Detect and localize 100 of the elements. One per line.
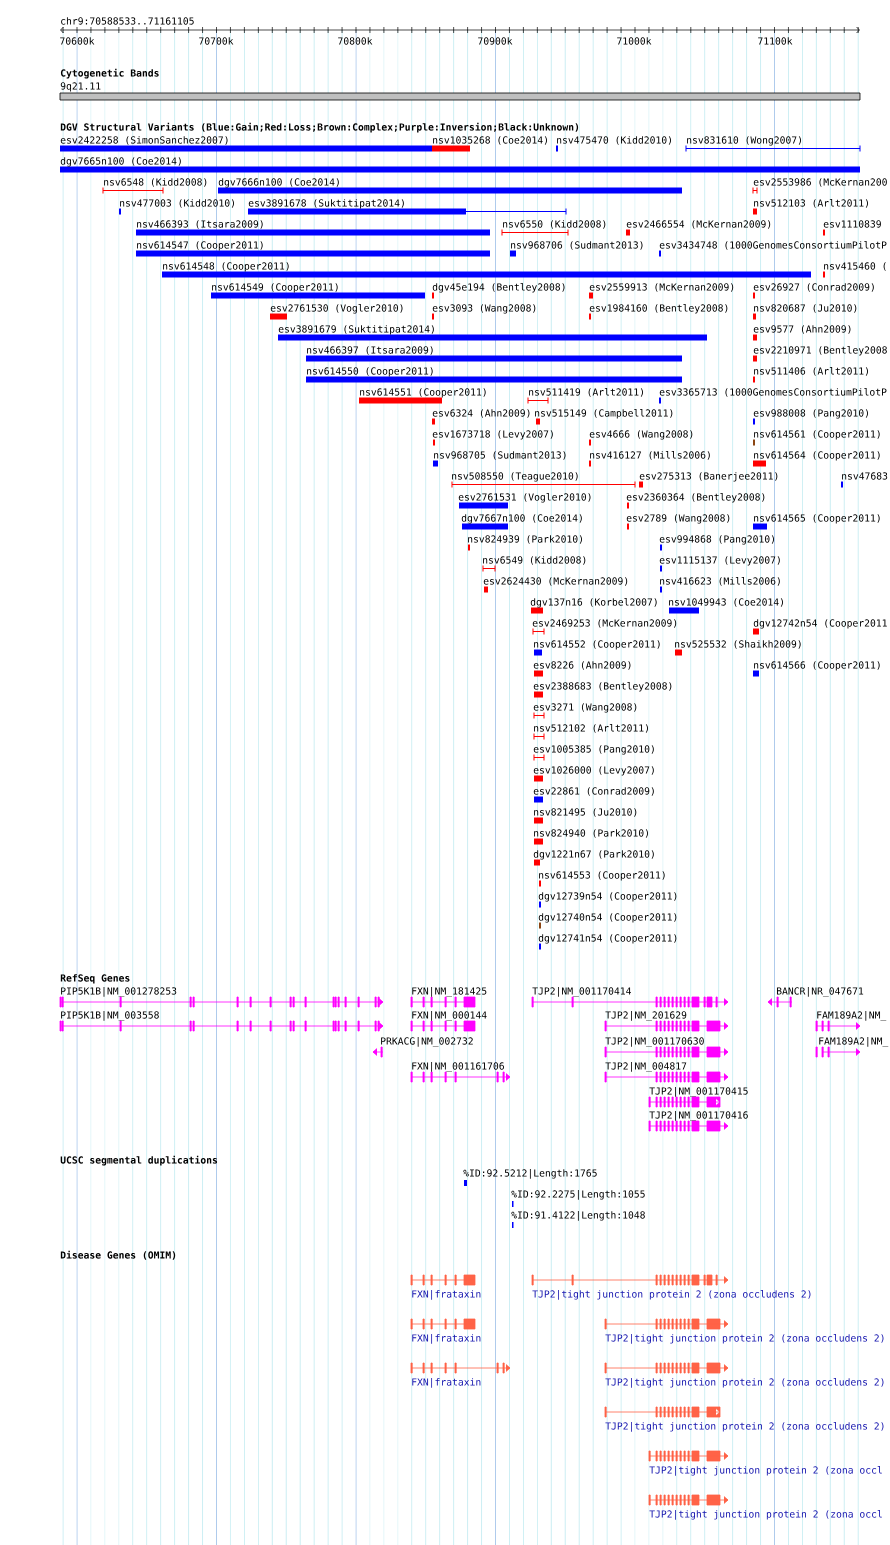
variant-label: nsv515149 (Campbell2011) (535, 409, 673, 419)
duplication-label: %ID:92.2275|Length:1055 (511, 1190, 645, 1200)
disease-gene-label: TJP2|tight junction protein 2 (zona occl (649, 1510, 882, 1520)
variant-label: nsv968705 (Sudmant2013) (434, 451, 566, 460)
variant-label: dgv12740n54 (Cooper2011) (538, 913, 677, 923)
variant-label: nsv475470 (Kidd2010) (557, 136, 671, 145)
variant-label: nsv614566 (Cooper2011) (754, 661, 880, 671)
disease-gene-label: FXN|frataxin (412, 1334, 481, 1344)
position-label: chr9:70588533..71161105 (61, 17, 194, 25)
variant-label: esv1005385 (Pang2010) (533, 745, 654, 755)
variant-label: nsv831610 (Wong2007) (687, 136, 801, 146)
variant-label: nsv415460 ( (824, 262, 886, 271)
tick-label: 70900k (478, 37, 513, 45)
variant-label: esv2761531 (Vogler2010) (458, 493, 591, 503)
gene-label: TJP2|NM_001170416 (649, 1111, 748, 1121)
gene-label: TJP2|NM_004817 (605, 1062, 687, 1072)
variant-label: esv3434748 (1000GenomesConsortiumPilotP (659, 241, 887, 250)
variant-label: dgv45e194 (Bentley2008) (432, 283, 565, 293)
variant-label: dgv12739n54 (Cooper2011) (538, 892, 677, 902)
variant-label: dgv12741n54 (Cooper2011) (538, 934, 677, 944)
track-title: Cytogenetic Bands (60, 68, 159, 79)
variant-label: nsv614548 (Cooper2011) (163, 262, 289, 272)
disease-gene-label: TJP2|tight junction protein 2 (zona occludens 2) (532, 1290, 811, 1300)
variant-label: esv2624430 (McKernan2009) (483, 577, 628, 586)
variant-label: esv9577 (Ahn2009) (753, 325, 851, 334)
variant-label: esv3093 (Wang2008) (432, 304, 536, 314)
track-title: DGV Structural Variants (Blue:Gain;Red:Loss;Brown:Complex;Purple:Inversion;Black:Unknown) (60, 122, 579, 133)
variant-label: nsv416623 (Mills2006) (660, 577, 780, 586)
gene-label: FXN|NM_000144 (412, 1011, 487, 1021)
variant-label: dgv137n16 (Korbel2007) (530, 598, 657, 608)
tick-label: 70800k (338, 37, 373, 45)
tick-label: 71000k (617, 37, 652, 45)
variant-label: esv6324 (Ahn2009) (432, 409, 530, 418)
variant-label: nsv614551 (Cooper2011) (360, 388, 486, 398)
disease-gene-label: TJP2|tight junction protein 2 (zona occludens 2) (605, 1334, 884, 1344)
tick-label: 70700k (199, 37, 234, 45)
variant-label: nsv508550 (Teague2010) (452, 472, 578, 482)
disease-gene-label: TJP2|tight junction protein 2 (zona occludens 2) (605, 1378, 884, 1388)
disease-gene-label: TJP2|tight junction protein 2 (zona occludens 2) (605, 1422, 884, 1432)
variant-label: nsv614564 (Cooper2011) (754, 451, 880, 461)
track-title: UCSC segmental duplications (60, 1155, 218, 1166)
variant-label: nsv824939 (Park2010) (468, 535, 582, 544)
variant-label: esv3365713 (1000GenomesConsortiumPilotP (659, 388, 887, 397)
variant-label: nsv821495 (Ju2010) (534, 808, 637, 817)
variant-label: nsv614550 (Cooper2011) (307, 367, 433, 377)
track-title: Disease Genes (OMIM) (60, 1250, 176, 1260)
gene-label: BANCR|NR_047671 (777, 987, 864, 997)
gene-label: PIP5K1B|NM_003558 (61, 1011, 159, 1021)
gene-label: PRKACG|NM_002732 (381, 1037, 473, 1047)
variant-label: esv2210971 (Bentley2008 (753, 346, 887, 356)
variant-label: nsv614552 (Cooper2011) (534, 640, 660, 650)
variant-label: nsv512102 (Arlt2011) (534, 724, 648, 733)
variant-label: esv3891678 (Suktitipat2014) (248, 199, 404, 209)
gene-label: TJP2|NM_201629 (605, 1011, 687, 1021)
gene-label: FAM189A2|NM_ (819, 1037, 889, 1047)
variant-label: nsv6548 (Kidd2008) (104, 178, 207, 187)
variant-label: esv2388683 (Bentley2008) (533, 682, 672, 692)
variant-label: esv994868 (Pang2010) (659, 535, 774, 545)
variant-label: esv275313 (Banerjee2011) (639, 472, 778, 482)
variant-label: esv8226 (Ahn2009) (533, 661, 631, 670)
variant-label: esv1110839 (823, 220, 881, 228)
variant-label: nsv1049943 (Coe2014) (669, 598, 783, 607)
variant-label: esv22861 (Conrad2009) (533, 787, 654, 796)
variant-label: nsv416127 (Mills2006) (590, 451, 710, 460)
variant-label: nsv820687 (Ju2010) (754, 304, 857, 313)
variant-label: nsv511406 (Arlt2011) (754, 367, 868, 376)
variant-label: nsv466393 (Itsara2009) (137, 220, 263, 229)
gene-label: TJP2|NM_001170414 (532, 987, 631, 997)
variant-label: esv1115137 (Levy2007) (659, 556, 780, 566)
variant-label: esv2761530 (Vogler2010) (270, 304, 403, 314)
duplication-label: %ID:91.4122|Length:1048 (511, 1211, 645, 1221)
variant-label: nsv968706 (Sudmant2013) (511, 241, 643, 250)
variant-label: esv26927 (Conrad2009) (753, 283, 874, 292)
variant-label: nsv6549 (Kidd2008) (483, 556, 586, 565)
variant-label: nsv525532 (Shaikh2009) (675, 640, 801, 649)
variant-label: esv2553986 (McKernan200 (753, 178, 887, 187)
variant-label: esv4666 (Wang2008) (589, 430, 693, 440)
variant-label: esv1673718 (Levy2007) (432, 430, 553, 440)
variant-label: esv2789 (Wang2008) (626, 514, 730, 524)
disease-gene-label: FXN|frataxin (412, 1378, 481, 1388)
variant-label: nsv614561 (Cooper2011) (754, 430, 880, 440)
variant-label: nsv47683 (842, 472, 888, 480)
gene-label: FXN|NM_181425 (412, 987, 487, 997)
variant-label: esv2559913 (McKernan2009) (589, 283, 734, 292)
variant-label: esv2469253 (McKernan2009) (532, 619, 677, 628)
band-label: 9q21.11 (60, 82, 101, 92)
tick-label: 71100k (758, 37, 793, 45)
gene-label: TJP2|NM_001170630 (605, 1037, 704, 1047)
disease-gene-label: FXN|frataxin (412, 1290, 481, 1300)
variant-label: nsv1035268 (Coe2014) (433, 136, 547, 145)
variant-label: nsv512103 (Arlt2011) (754, 199, 868, 208)
variant-label: esv2360364 (Bentley2008) (626, 493, 765, 503)
variant-label: nsv477003 (Kidd2010) (120, 199, 234, 208)
duplication-label: %ID:92.5212|Length:1765 (463, 1169, 597, 1179)
gene-label: FXN|NM_001161706 (412, 1062, 504, 1072)
variant-label: esv1984160 (Bentley2008) (589, 304, 728, 314)
variant-label: esv1026000 (Levy2007) (533, 766, 654, 776)
variant-label: nsv614547 (Cooper2011) (137, 241, 263, 251)
variant-label: esv2422258 (SimonSanchez2007) (60, 136, 228, 145)
variant-label: dgv7667n100 (Coe2014) (461, 514, 582, 524)
